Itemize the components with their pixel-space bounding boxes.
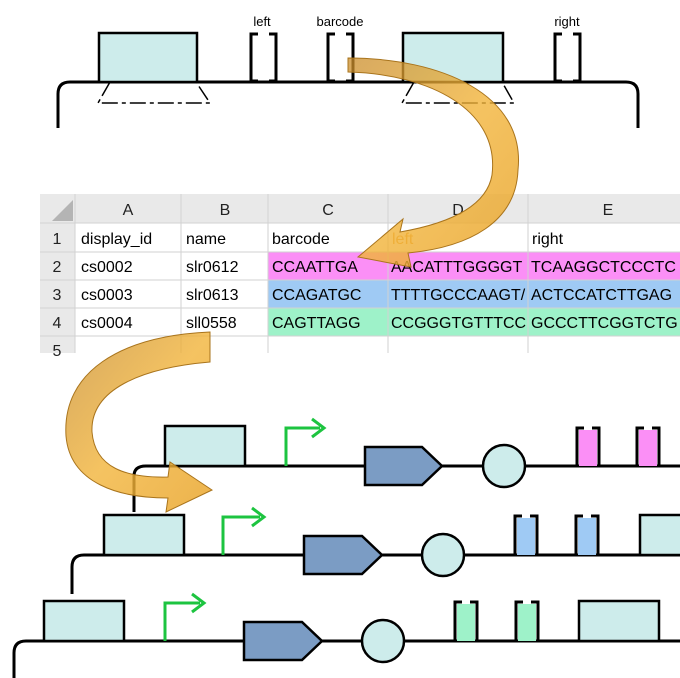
terminator-circle-icon — [481, 443, 527, 489]
cell-name[interactable]: slr0613 — [186, 287, 239, 304]
header-right[interactable]: right — [532, 231, 564, 248]
scar-bracket-icon — [635, 426, 661, 466]
promoter-arrowhead — [191, 592, 207, 614]
terminator-circle-icon — [360, 618, 406, 664]
cell-name[interactable]: sll0558 — [186, 315, 237, 332]
cell-left[interactable]: CCGGGTGTTTCC — [391, 315, 526, 332]
column-header-bar — [40, 194, 680, 223]
scar-bracket-icon — [326, 32, 355, 83]
header-barcode[interactable]: barcode — [272, 231, 330, 248]
curved-arrow-icon — [65, 331, 214, 513]
row-number-2[interactable]: 2 — [53, 259, 62, 276]
scar-fill — [457, 604, 475, 641]
cell-right[interactable]: ACTCCATCTTGAG — [531, 287, 672, 304]
cell-display-id[interactable]: cs0002 — [81, 259, 133, 276]
construct-blue — [70, 506, 680, 594]
scar-fill — [578, 518, 596, 555]
scar-fill — [517, 518, 535, 555]
backbone-line — [70, 553, 680, 594]
cell-barcode[interactable]: CCAGATGC — [272, 287, 361, 304]
scar-bracket-icon — [453, 600, 479, 641]
cds-icon — [302, 534, 384, 576]
scar-bracket-icon — [249, 32, 278, 83]
spreadsheet: A B C D E 1 2 3 4 5 display_id name barc… — [40, 194, 680, 360]
cell-right[interactable]: TCAAGGCTCCCTC — [531, 259, 676, 276]
row-4-highlight — [268, 308, 680, 336]
cell-left[interactable]: AACATTTGGGGT — [391, 259, 522, 276]
homology-box — [638, 513, 680, 557]
scar-bracket-icon — [514, 600, 540, 641]
dashed-projection-right — [400, 81, 516, 104]
grid-lines — [40, 194, 680, 353]
cds-icon — [363, 445, 444, 487]
row-number-5[interactable]: 5 — [53, 343, 62, 360]
scar-bracket-icon — [553, 32, 582, 83]
promoter-arrowhead — [311, 417, 327, 439]
cell-right[interactable]: GCCCTTCGGTCTG — [531, 315, 678, 332]
barcode-label: barcode — [317, 14, 364, 29]
cell-name[interactable]: slr0612 — [186, 259, 239, 276]
scar-fill — [518, 604, 536, 641]
homology-box — [577, 599, 661, 643]
column-letter-a[interactable]: A — [123, 202, 134, 219]
column-letter-e[interactable]: E — [603, 202, 614, 219]
row-2-highlight — [268, 252, 680, 280]
homology-box — [102, 513, 186, 557]
row-number-1[interactable]: 1 — [53, 231, 62, 248]
homology-box — [163, 424, 247, 468]
cell-barcode[interactable]: CAGTTAGG — [272, 315, 361, 332]
terminator-circle-icon — [420, 532, 466, 578]
homology-box — [42, 599, 126, 643]
row-header-bar — [40, 223, 75, 353]
cell-barcode[interactable]: CCAATTGA — [272, 259, 358, 276]
scar-bracket-icon — [513, 514, 539, 555]
promoter-arrowhead — [251, 506, 267, 528]
right-label: right — [554, 14, 580, 29]
cell-display-id[interactable]: cs0004 — [81, 315, 133, 332]
backbone-line — [12, 639, 680, 678]
construct-green — [12, 592, 680, 678]
left-label: left — [253, 14, 271, 29]
row-3-highlight — [268, 280, 680, 308]
header-name[interactable]: name — [186, 231, 226, 248]
homology-box-left — [97, 31, 199, 84]
header-display-id[interactable]: display_id — [81, 231, 152, 248]
row-number-4[interactable]: 4 — [53, 315, 62, 332]
column-letter-c[interactable]: C — [322, 202, 334, 219]
column-letter-d[interactable]: D — [452, 202, 464, 219]
cell-left[interactable]: TTTTGCCCAAGT/ — [391, 287, 526, 304]
scar-fill — [639, 430, 657, 466]
cell-display-id[interactable]: cs0003 — [81, 287, 133, 304]
top-construct: left barcode right — [56, 14, 640, 128]
promoter-arrow-icon — [221, 515, 260, 555]
select-all-corner[interactable] — [52, 200, 73, 221]
promoter-arrow-icon — [284, 426, 320, 466]
row-number-3[interactable]: 3 — [53, 287, 62, 304]
promoter-arrow-icon — [163, 601, 200, 641]
scar-bracket-icon — [575, 426, 601, 466]
dashed-projection-left — [96, 81, 212, 104]
column-letter-b[interactable]: B — [220, 202, 231, 219]
backbone-line — [56, 80, 640, 128]
scar-bracket-icon — [574, 514, 600, 555]
cds-icon — [242, 620, 324, 662]
scar-fill — [579, 430, 597, 466]
curved-arrow-icon — [347, 57, 519, 268]
construct-pink — [132, 417, 680, 512]
